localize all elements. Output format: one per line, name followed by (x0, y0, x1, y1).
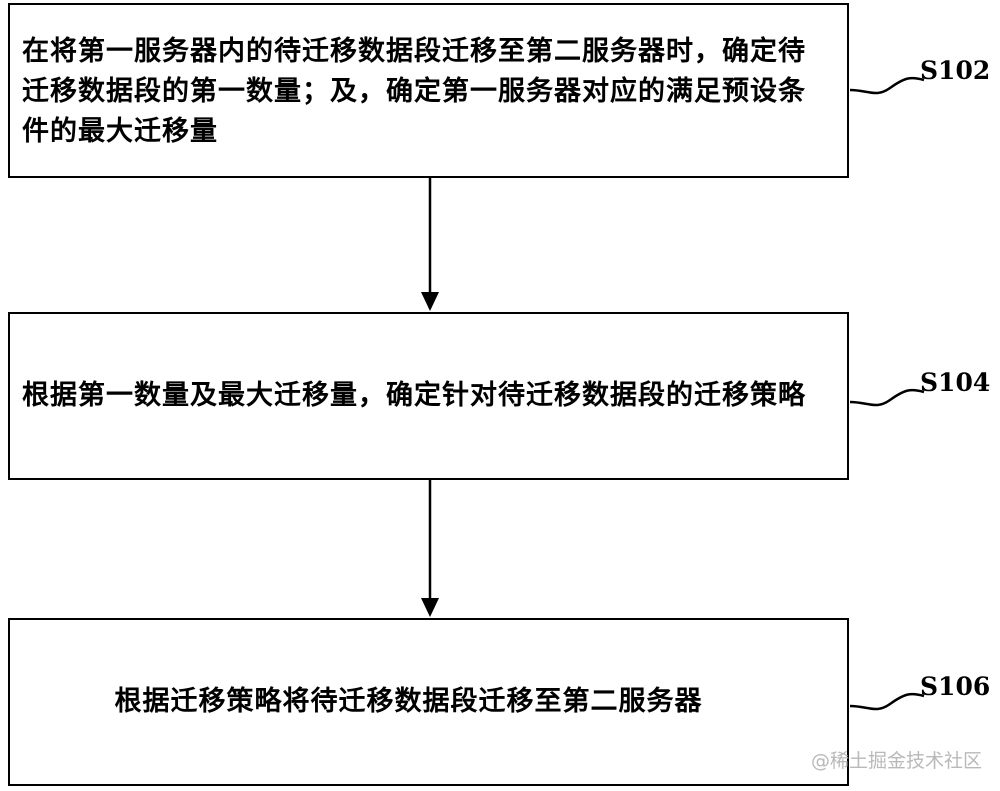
step-label-s102: S102 (920, 56, 991, 85)
step-text-line: 根据迁移策略将待迁移数据段迁移至第二服务器 (114, 686, 703, 717)
connector-squiggle-s106 (849, 692, 925, 711)
step-text-s106: 根据迁移策略将待迁移数据段迁移至第二服务器 (115, 682, 703, 722)
flow-arrow-2 (421, 480, 439, 617)
step-box-s102: 在将第一服务器内的待迁移数据段迁移至第二服务器时，确定待 迁移数据段的第一数量；… (8, 3, 849, 178)
step-text-s104: 根据第一数量及最大迁移量，确定针对待迁移数据段的迁移策略 (22, 376, 806, 416)
step-text-line: 在将第一服务器内的待迁移数据段迁移至第二服务器时，确定待 (22, 36, 806, 67)
step-text-line: 迁移数据段的第一数量；及，确定第一服务器对应的满足预设条 (22, 76, 806, 107)
step-text-line: 件的最大迁移量 (22, 116, 218, 147)
flow-arrow-1 (421, 178, 439, 311)
step-label-s106: S106 (920, 672, 991, 701)
connector-squiggle-s102 (849, 76, 925, 95)
step-text-s102: 在将第一服务器内的待迁移数据段迁移至第二服务器时，确定待 迁移数据段的第一数量；… (22, 32, 806, 152)
step-label-s104: S104 (920, 368, 991, 397)
step-box-s104: 根据第一数量及最大迁移量，确定针对待迁移数据段的迁移策略 (8, 312, 849, 480)
step-text-line: 根据第一数量及最大迁移量，确定针对待迁移数据段的迁移策略 (22, 380, 806, 411)
connector-squiggle-s104 (849, 388, 925, 407)
watermark: @稀土掘金技术社区 (810, 750, 982, 772)
step-box-s106: 根据迁移策略将待迁移数据段迁移至第二服务器 (8, 618, 849, 786)
